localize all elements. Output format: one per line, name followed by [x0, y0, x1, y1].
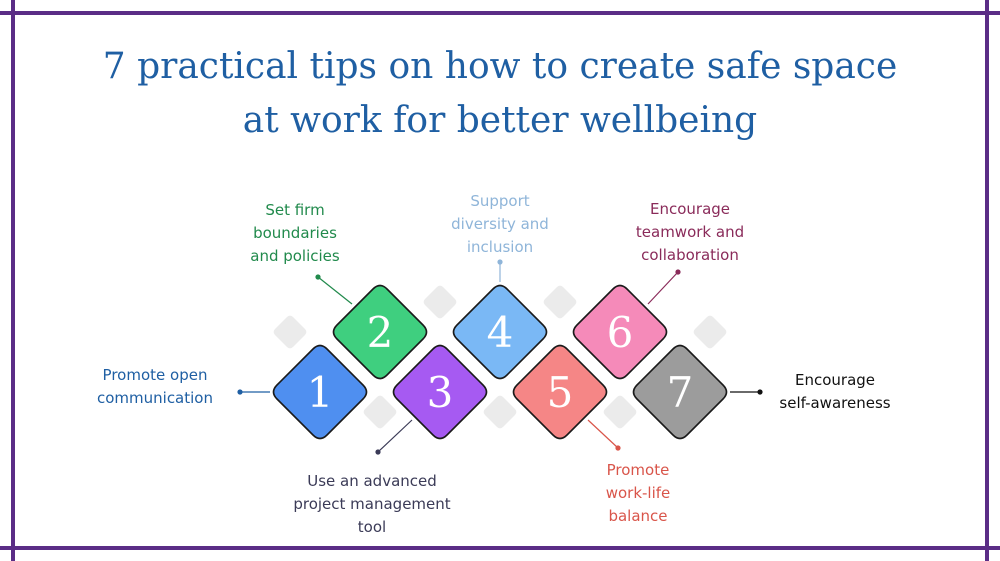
tip-6-label: Encourage teamwork and collaboration	[610, 198, 770, 267]
tip-2-label-line: boundaries	[253, 224, 337, 242]
tip-4-label: Support diversity and inclusion	[420, 190, 580, 259]
tip-2-number: 2	[367, 308, 394, 357]
tip-3-group: 3	[375, 344, 488, 455]
tip-7-label: Encourage self-awareness	[760, 369, 910, 415]
tip-3-label-line: project management	[293, 495, 451, 513]
frame-right-border	[985, 0, 989, 561]
tip-5-label: Promote work-life balance	[568, 459, 708, 528]
tip-5-label-line: work-life	[605, 484, 671, 502]
tip-4-label-line: inclusion	[466, 238, 534, 256]
tip-1-group: 1	[237, 344, 368, 440]
tip-3-label-line: tool	[357, 518, 387, 536]
tip-5-diamond	[512, 344, 608, 440]
tip-1-diamond	[272, 344, 368, 440]
tip-2-connector	[317, 276, 353, 305]
tip-4-label-line: diversity and	[451, 215, 549, 233]
frame-bottom-border	[0, 546, 1000, 550]
tip-4-diamond	[452, 284, 548, 380]
tip-4-label-line: Support	[470, 192, 530, 210]
title-line-2: at work for better wellbeing	[242, 100, 758, 141]
tip-2-label-line: and policies	[250, 247, 340, 265]
tip-5-number: 5	[547, 368, 574, 417]
ghost-diamond-6	[603, 395, 637, 429]
tip-3-label-line: Use an advanced	[307, 472, 437, 490]
tip-6-label-line: collaboration	[641, 246, 739, 264]
tip-5-connector	[587, 419, 619, 449]
ghost-diamond-2	[363, 395, 397, 429]
tip-6-number: 6	[607, 308, 634, 357]
tip-1-label: Promote open communication	[70, 364, 240, 410]
tip-6-connector-dot	[675, 269, 681, 275]
tip-3-number: 3	[427, 368, 454, 417]
ghost-diamond-1	[273, 315, 307, 349]
tip-5-connector-dot	[615, 445, 621, 451]
tip-2-label: Set firm boundaries and policies	[230, 199, 360, 268]
page-title: 7 practical tips on how to create safe s…	[40, 40, 960, 148]
frame-left-border	[11, 0, 15, 561]
tip-6-diamond	[572, 284, 668, 380]
tip-5-group: 5	[512, 344, 621, 451]
tip-6-label-line: teamwork and	[635, 223, 745, 241]
title-line-1: 7 practical tips on how to create safe s…	[102, 46, 898, 87]
ghost-diamond-3	[423, 285, 457, 319]
tip-3-label: Use an advanced project management tool	[272, 470, 472, 539]
tip-4-connector-dot	[497, 259, 503, 265]
tip-2-diamond	[332, 284, 428, 380]
tip-5-label-line: balance	[608, 507, 668, 525]
tip-1-number: 1	[307, 368, 334, 417]
tip-7-label-line: Encourage	[794, 371, 876, 389]
ghost-diamond-7	[693, 315, 727, 349]
frame-top-border	[0, 11, 1000, 15]
tip-7-number: 7	[667, 368, 694, 417]
ghost-diamond-4	[483, 395, 517, 429]
tip-2-group: 2	[315, 274, 428, 380]
tip-5-label-line: Promote	[606, 461, 670, 479]
tip-6-group: 6	[572, 269, 681, 380]
tip-7-label-line: self-awareness	[779, 394, 891, 412]
tip-6-label-line: Encourage	[649, 200, 731, 218]
tip-1-label-line: communication	[96, 389, 213, 407]
tip-7-group: 7	[632, 344, 763, 440]
tip-3-connector-dot	[375, 449, 381, 455]
tip-7-connector-dot	[757, 389, 763, 395]
tip-1-label-line: Promote open	[102, 366, 208, 384]
tip-6-connector	[647, 271, 679, 305]
tip-1-connector-dot	[237, 389, 243, 395]
tip-3-diamond	[392, 344, 488, 440]
tip-2-connector-dot	[315, 274, 321, 280]
tip-7-diamond	[632, 344, 728, 440]
tip-2-label-line: Set firm	[265, 201, 325, 219]
tip-3-connector	[377, 419, 413, 453]
ghost-diamond-5	[543, 285, 577, 319]
tip-4-number: 4	[487, 308, 514, 357]
tip-4-group: 4	[452, 259, 548, 380]
